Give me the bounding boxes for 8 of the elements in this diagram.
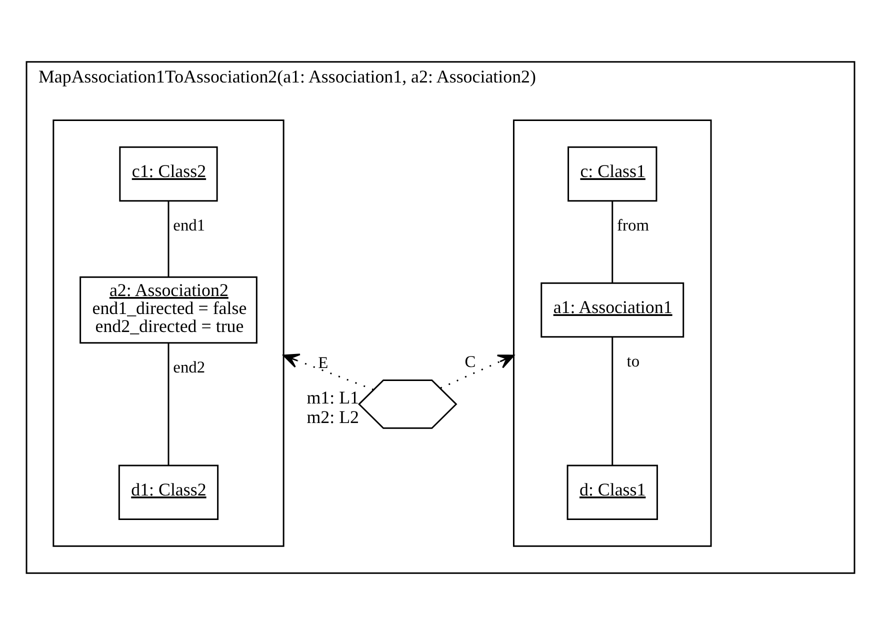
edge-label: end1 — [173, 216, 206, 235]
edge-label: E — [318, 352, 328, 372]
edge-label: end2 — [173, 358, 206, 377]
edge-label: to — [626, 352, 640, 371]
edge-label: C — [464, 352, 476, 372]
edge-label: from — [617, 216, 649, 235]
node-label: m2: L2 — [306, 407, 360, 428]
node-label: m1: L1 — [306, 388, 360, 408]
